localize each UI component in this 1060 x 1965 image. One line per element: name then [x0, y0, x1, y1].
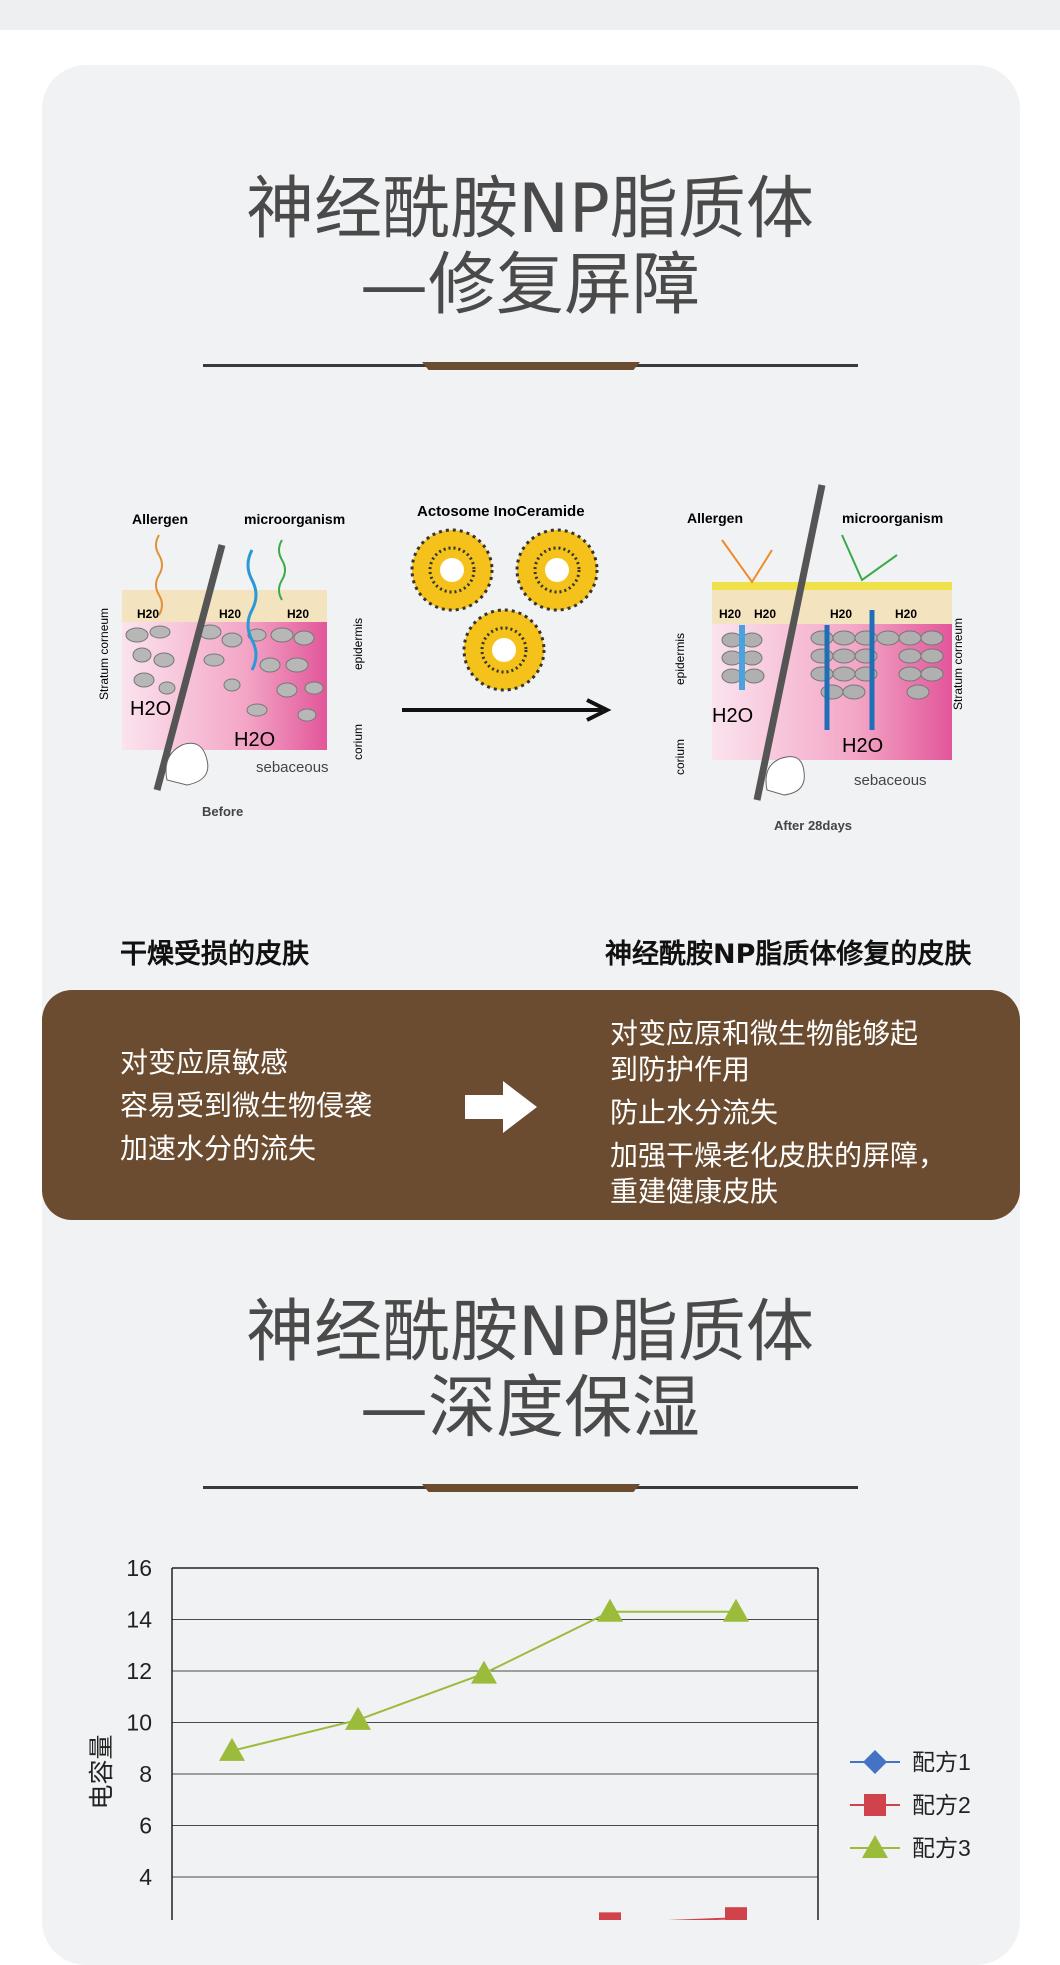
after-microorganism-label: microorganism — [842, 510, 943, 526]
before-h2o-big-2: H2O — [234, 729, 275, 751]
section1-title-line1: 神经酰胺NP脂质体 — [246, 170, 814, 249]
damaged-item-2: 容易受到微生物侵袭 — [120, 1089, 373, 1122]
section1-title-line2: —修复屏障 — [359, 246, 700, 325]
legend-label-3: 配方3 — [912, 1835, 971, 1861]
damaged-skin-list: 对变应原敏感 容易受到微生物侵袭 加速水分的流失 — [120, 1045, 372, 1174]
legend-marker-2 — [864, 1794, 886, 1816]
after-h20-1: H20 — [719, 607, 741, 621]
y-tick-label: 6 — [139, 1813, 152, 1839]
caption-damaged-skin: 干燥受损的皮肤 — [120, 939, 309, 970]
after-h2o-big-2: H2O — [842, 735, 883, 757]
before-microorganism-label: microorganism — [244, 511, 345, 527]
y-axis-label: 电容量 — [88, 1734, 116, 1809]
after-h20-2: H20 — [754, 607, 776, 621]
before-allergen-label: Allergen — [132, 511, 188, 527]
repaired-skin-list: 对变应原和微生物能够起 到防护作用 防止水分流失 加强干燥老化皮肤的屏障， 重建… — [610, 1016, 990, 1210]
before-corium-label: corium — [351, 724, 365, 760]
data-point-series-2 — [725, 1907, 747, 1920]
y-tick-label: 10 — [126, 1710, 152, 1736]
legend-label-1: 配方1 — [912, 1749, 971, 1775]
before-h2o-big-1: H2O — [130, 698, 171, 720]
repaired-item-1-line1: 对变应原和微生物能够起 — [610, 1017, 919, 1050]
legend-label-2: 配方2 — [912, 1792, 971, 1818]
damaged-item-3: 加速水分的流失 — [120, 1132, 317, 1165]
y-tick-label: 2 — [139, 1916, 152, 1921]
data-point-series-3 — [345, 1706, 371, 1730]
y-tick-label: 8 — [139, 1761, 152, 1787]
legend-marker-3 — [862, 1835, 888, 1858]
moisture-line-chart: 16 14 12 10 8 6 4 2 电容量 配方1 配方2 配方3 — [88, 1555, 971, 1921]
after-allergen-label: Allergen — [687, 510, 743, 526]
after-allergen-bounce — [721, 539, 773, 584]
after-cells — [721, 630, 944, 700]
after-microbe-bounce — [841, 534, 898, 582]
after-caption: After 28days — [774, 818, 852, 833]
after-hair — [753, 484, 826, 801]
after-h20-4: H20 — [895, 607, 917, 621]
center-arrow-head — [586, 698, 612, 722]
section2-title-line1: 神经酰胺NP脂质体 — [246, 1293, 814, 1372]
liposome-3 — [462, 608, 546, 692]
before-stratum — [122, 590, 327, 622]
center-liposome-label: Actosome InoCeramide — [417, 503, 585, 520]
before-allergen-wave — [155, 534, 163, 616]
after-h20-3: H20 — [830, 607, 852, 621]
repaired-item-1-line2: 到防护作用 — [610, 1053, 751, 1086]
before-caption: Before — [202, 804, 243, 819]
after-panel: Allergen microorganism H20 H20 H20 H20 H… — [673, 484, 965, 833]
before-sebaceous-gland — [165, 742, 209, 786]
after-water-channels — [824, 610, 875, 730]
repaired-item-3-line2: 重建健康皮肤 — [610, 1175, 779, 1208]
before-h20-1: H20 — [137, 607, 159, 621]
repaired-item-1: 对变应原和微生物能够起 到防护作用 — [610, 1016, 990, 1088]
y-tick-label: 16 — [126, 1555, 152, 1581]
data-point-series-2 — [599, 1912, 621, 1920]
before-stratum-label: Stratum corneum — [97, 608, 111, 700]
before-sebaceous-label: sebaceous — [256, 759, 329, 776]
after-sebaceous-gland — [765, 756, 805, 796]
before-cells — [125, 624, 324, 722]
liposome-1 — [410, 528, 494, 612]
y-tick-label: 4 — [139, 1864, 152, 1890]
after-stratum-label: Stratum corneum — [951, 618, 965, 710]
before-panel: Allergen microorganism H20 H20 H20 H2O H… — [97, 511, 365, 819]
repaired-item-2: 防止水分流失 — [610, 1096, 779, 1129]
before-h20-3: H20 — [287, 607, 309, 621]
section1-divider-accent — [422, 362, 640, 370]
skin-barrier-diagram: Allergen microorganism H20 H20 H20 H2O H… — [97, 484, 965, 833]
repaired-item-3: 加强干燥老化皮肤的屏障， 重建健康皮肤 — [610, 1138, 990, 1210]
after-h2o-big-1: H2O — [712, 705, 753, 727]
top-image-strip — [0, 0, 1060, 30]
before-water-wave — [246, 549, 258, 671]
after-corium-label: corium — [673, 739, 687, 775]
center-liposomes: Actosome InoCeramide — [402, 503, 612, 722]
after-barrier — [712, 582, 952, 590]
after-stratum — [712, 588, 952, 624]
liposome-2 — [515, 528, 599, 612]
before-hair — [153, 544, 226, 791]
before-microbe-wave — [278, 539, 286, 601]
data-point-series-3 — [723, 1598, 749, 1622]
y-tick-label: 12 — [126, 1658, 152, 1684]
repaired-item-3-line1: 加强干燥老化皮肤的屏障， — [610, 1139, 947, 1172]
y-tick-label: 14 — [126, 1607, 152, 1633]
right-arrow-icon — [465, 1081, 537, 1133]
after-epidermis-label: epidermis — [673, 633, 687, 685]
data-point-series-3 — [597, 1598, 623, 1622]
data-point-series-3 — [471, 1660, 497, 1684]
section2-title-line2: —深度保湿 — [359, 1369, 700, 1448]
damaged-item-1: 对变应原敏感 — [120, 1046, 289, 1079]
after-sebaceous-label: sebaceous — [854, 772, 927, 789]
before-h20-2: H20 — [219, 607, 241, 621]
section2-divider-accent — [422, 1484, 640, 1492]
legend-marker-1 — [863, 1750, 887, 1774]
data-point-series-3 — [219, 1737, 245, 1761]
before-epidermis-label: epidermis — [351, 618, 365, 670]
caption-repaired-skin: 神经酰胺NP脂质体修复的皮肤 — [605, 939, 972, 970]
